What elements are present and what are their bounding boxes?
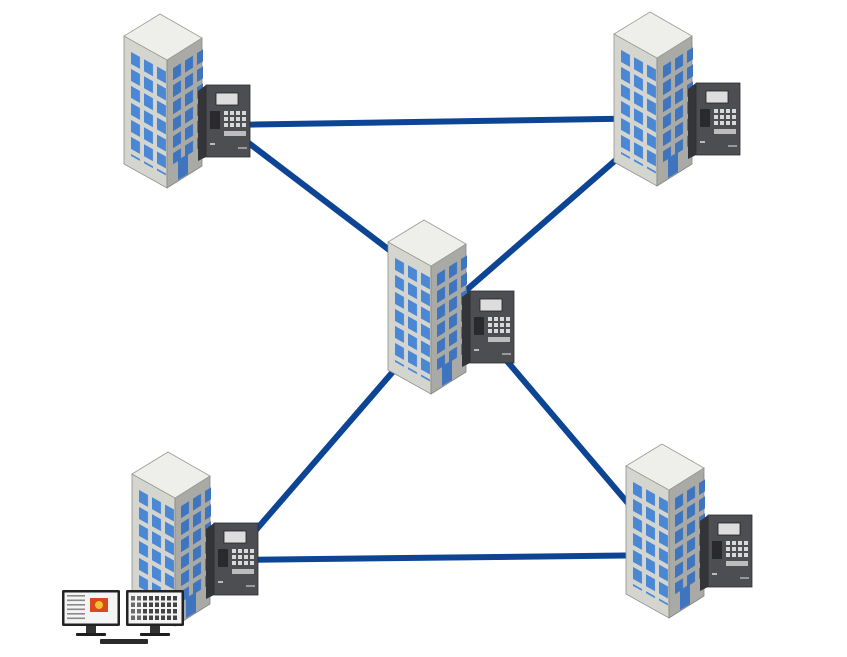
fire-panel-icon [206, 522, 259, 599]
office-building-with-fire-panel-icon [387, 219, 515, 395]
right-monitor-icon [126, 590, 184, 636]
building-bottom-left [131, 451, 259, 627]
fire-panel-icon [462, 290, 515, 367]
building-bottom-right [625, 443, 753, 619]
workstation [62, 590, 184, 644]
office-building-with-fire-panel-icon [123, 13, 251, 189]
fire-panel-icon [700, 514, 753, 591]
network-nodes [123, 11, 753, 627]
building-center [387, 219, 515, 395]
left-monitor-icon [62, 590, 120, 636]
link-top-left-to-top-right [222, 115, 667, 128]
dual-monitor-workstation-icon [62, 590, 184, 644]
office-building-with-fire-panel-icon [613, 11, 741, 187]
building-top-right [613, 11, 741, 187]
office-building-with-fire-panel-icon [625, 443, 753, 619]
keyboard-icon [100, 639, 148, 644]
link-bottom-left-to-bottom-right [227, 552, 675, 563]
office-building-with-fire-panel-icon [131, 451, 259, 627]
fire-panel-icon [688, 82, 741, 159]
building-top-left [123, 13, 251, 189]
fire-panel-icon [198, 84, 251, 161]
